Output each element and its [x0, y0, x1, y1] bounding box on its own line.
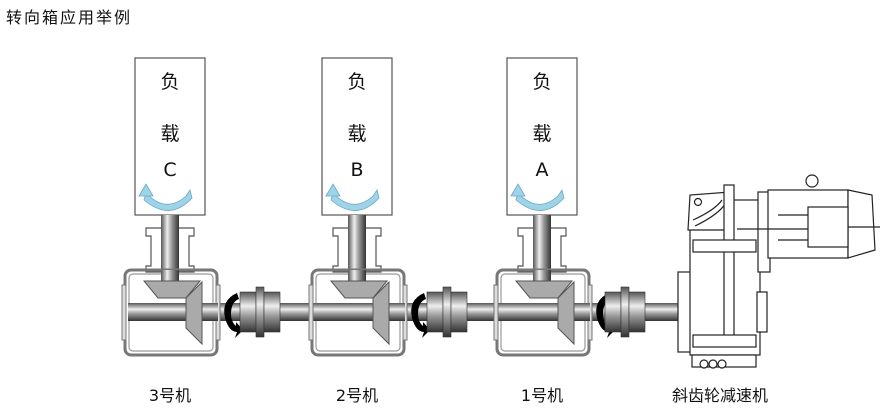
bevel-gear [557, 280, 575, 346]
reducer-label: 斜齿轮减速机 [671, 386, 769, 405]
shaft-coupling [239, 286, 281, 338]
drive-rotation-arrow-icon [224, 293, 243, 338]
load-text: 负 [347, 71, 366, 93]
load-letter: B [350, 159, 363, 181]
steering-gearbox-unit: 负载A [493, 57, 646, 357]
helical-gear-reducer [677, 174, 880, 369]
diagram-title: 转向箱应用举例 [6, 8, 133, 27]
shaft-coupling [604, 286, 646, 338]
unit-2-label: 2号机 [335, 386, 379, 405]
rotation-arrow-icon [330, 189, 380, 211]
bevel-gear [185, 280, 203, 346]
steering-gearbox-unit: 负载C [121, 57, 281, 357]
rotation-arrow-head-icon [510, 183, 526, 197]
steering-gearbox-unit: 负载B [308, 57, 468, 357]
load-letter: C [163, 159, 176, 181]
load-text: 负 [532, 71, 551, 93]
rotation-arrow-icon [143, 189, 193, 211]
load-letter: A [536, 159, 549, 181]
load-text: 载 [160, 123, 179, 145]
rotation-arrow-head-icon [325, 183, 341, 197]
unit-1-label: 1号机 [520, 386, 564, 405]
load-text: 载 [347, 123, 366, 145]
rotation-arrow-icon [515, 189, 565, 211]
drive-rotation-arrow-icon [411, 293, 430, 338]
load-text: 负 [160, 71, 179, 93]
bevel-gear [372, 280, 390, 346]
rotation-arrow-head-icon [138, 183, 154, 197]
shaft-coupling [426, 286, 468, 338]
unit-3-label: 3号机 [148, 386, 192, 405]
load-text: 载 [532, 123, 551, 145]
